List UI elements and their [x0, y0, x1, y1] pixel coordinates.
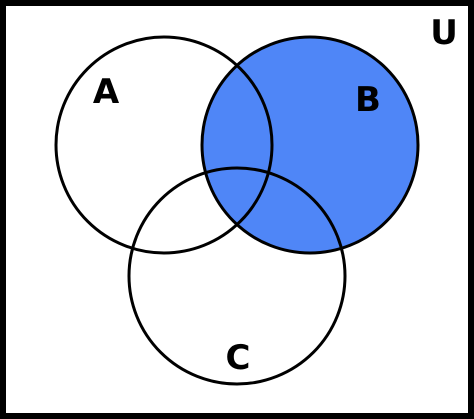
set-a-circle: [54, 35, 274, 255]
set-c-circle: [127, 166, 347, 386]
set-a-label: A: [93, 72, 120, 112]
set-c-label: C: [226, 338, 251, 378]
universe-label: U: [430, 13, 458, 53]
set-b-label: B: [355, 80, 381, 120]
set-b-circle: [200, 35, 420, 255]
